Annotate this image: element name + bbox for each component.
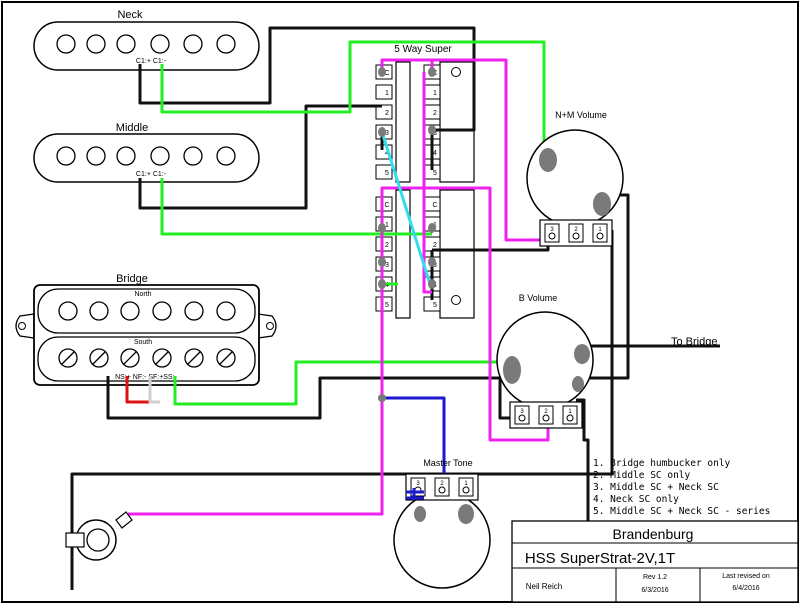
author-name: Neil Reich	[526, 582, 562, 591]
to-bridge-label: To Bridge	[671, 336, 717, 348]
revision-date: 6/3/2016	[641, 587, 668, 594]
switch-lug-right_bottom-C: C	[423, 196, 441, 212]
bridge-pickup-label: Bridge	[116, 273, 148, 285]
switch-lug-label: 5	[385, 302, 389, 309]
bridge-north-label: North	[134, 291, 151, 298]
title-block: Brandenburg HSS SuperStrat-2V,1T Neil Re…	[511, 520, 799, 603]
bridge-pickup: Bridge North South NS:+ NF:- SF:+SS:-	[15, 273, 277, 386]
nm_volume-lug-3: 3	[544, 223, 560, 243]
nm_volume-lug-label: 3	[550, 227, 554, 233]
neck-pickup: Neck C1:+ C1:-	[33, 9, 260, 71]
switch-lug-label: 2	[385, 242, 389, 249]
b_volume-lug-2: 2	[538, 405, 554, 425]
master_tone-lug-label: 2	[440, 481, 444, 487]
switch-lug-label: 5	[433, 170, 437, 177]
b_volume-lug-1: 1	[562, 405, 578, 425]
last-revised-label: Last revised on	[722, 573, 770, 580]
switch-lug-label: 5	[385, 170, 389, 177]
nm_volume-lug-label: 1	[598, 227, 602, 233]
switch-lug-left_top-2: 2	[375, 104, 393, 120]
switch-lug-label: 3	[433, 262, 437, 269]
switch-lug-label: C	[432, 202, 437, 209]
nm_volume-lug-1: 1	[592, 223, 608, 243]
switch-lug-label: 5	[433, 302, 437, 309]
nm_volume-lug-label: 2	[574, 227, 578, 233]
position-item-5: 5. Middle SC + Neck SC - series	[593, 506, 770, 517]
switch-lug-label: 2	[433, 110, 437, 117]
switch-lug-label: 3	[433, 130, 437, 137]
switch-lug-label: 3	[385, 130, 389, 137]
switch-lug-label: 3	[385, 262, 389, 269]
switch-lug-label: C	[384, 70, 389, 77]
nm-volume-pot: N+M Volume 3 2 1	[526, 110, 624, 247]
switch-lug-label: 1	[385, 90, 389, 97]
position-item-4: 4. Neck SC only	[593, 494, 679, 505]
revision: Rev 1.2	[643, 574, 667, 581]
nm-volume-label: N+M Volume	[555, 110, 607, 120]
switch-lug-label: 4	[385, 150, 389, 157]
b-volume-pot: B Volume 3 2 1	[496, 293, 594, 429]
master_tone-lug-label: 3	[416, 481, 420, 487]
switch-lug-left_top-1: 1	[375, 84, 393, 100]
last-revised-date: 6/4/2016	[732, 585, 759, 592]
switch-lug-left_top-5: 5	[375, 164, 393, 180]
master_tone-lug-label: 1	[464, 481, 468, 487]
switch-lug-label: C	[384, 202, 389, 209]
position-item-2: 2. Middle SC only	[593, 470, 691, 481]
b_volume-lug-3: 3	[514, 405, 530, 425]
switch-lug-label: 1	[433, 90, 437, 97]
nm_volume-lug-2: 2	[568, 223, 584, 243]
position-item-3: 3. Middle SC + Neck SC	[593, 482, 719, 493]
switch-lug-label: 2	[433, 242, 437, 249]
master-tone-pot: Master Tone 3 2 1	[393, 458, 491, 589]
tone-capacitor	[406, 488, 424, 500]
switch-lug-right_top-2: 2	[423, 104, 441, 120]
b_volume-lug-label: 1	[568, 409, 572, 415]
diagram-title: Brandenburg	[613, 526, 694, 542]
switch-lug-label: 4	[433, 150, 437, 157]
neck-pickup-label: Neck	[117, 9, 143, 21]
solder-joints	[378, 67, 611, 524]
switch-label: 5 Way Super	[394, 44, 452, 55]
switch-lug-left_bottom-2: 2	[375, 236, 393, 252]
bridge-terminal-label: NS:+ NF:- SF:+SS:-	[115, 374, 178, 381]
bridge-south-label: South	[134, 339, 152, 346]
b_volume-lug-label: 2	[544, 409, 548, 415]
diagram-subtitle: HSS SuperStrat-2V,1T	[525, 550, 675, 567]
switch-lug-left_bottom-C: C	[375, 196, 393, 212]
master_tone-lug-2: 2	[434, 477, 450, 497]
switch-lug-label: 1	[385, 222, 389, 229]
switch-lug-right_top-1: 1	[423, 84, 441, 100]
b-volume-label: B Volume	[519, 293, 558, 303]
middle-pickup-label: Middle	[116, 122, 148, 134]
position-item-1: 1. Bridge humbucker only	[593, 458, 731, 469]
middle-pickup: Middle C1:+ C1:-	[33, 122, 260, 183]
switch-lug-left_bottom-5: 5	[375, 296, 393, 312]
b_volume-lug-label: 3	[520, 409, 524, 415]
neck-terminal-label: C1:+ C1:-	[136, 58, 167, 65]
middle-terminal-label: C1:+ C1:-	[136, 171, 167, 178]
master-tone-label: Master Tone	[423, 458, 472, 468]
switch-lug-label: 2	[385, 110, 389, 117]
master_tone-lug-1: 1	[458, 477, 474, 497]
output-jack	[65, 511, 133, 561]
